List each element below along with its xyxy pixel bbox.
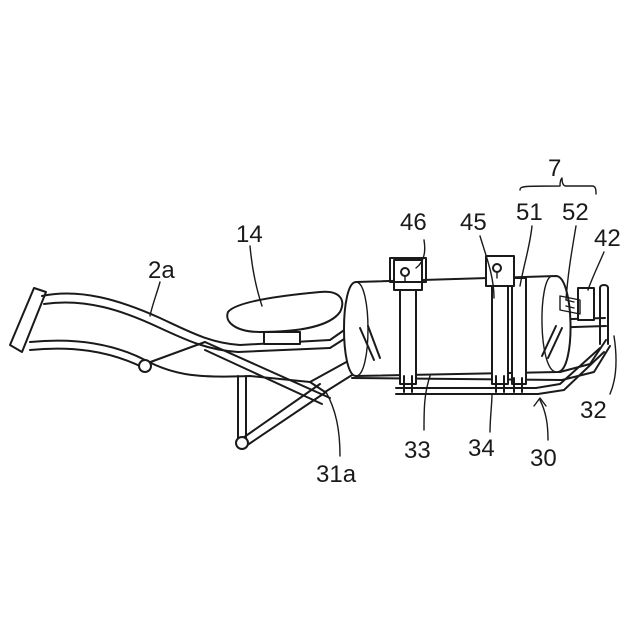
leader-52 xyxy=(566,226,576,300)
leader-42 xyxy=(588,252,604,290)
arrow-30-head xyxy=(534,398,546,406)
label-2a: 2a xyxy=(148,257,175,284)
seat-base xyxy=(264,332,300,344)
label-14: 14 xyxy=(236,221,263,248)
latch-45-knob xyxy=(493,264,501,272)
label-42: 42 xyxy=(594,225,621,252)
leader-2a xyxy=(150,282,160,316)
seat-14 xyxy=(227,292,342,344)
strut-diagonal-a xyxy=(240,384,320,440)
latch-46-frame xyxy=(390,258,426,282)
label-32: 32 xyxy=(580,397,607,424)
tank xyxy=(344,276,571,376)
strut-diagonal-b xyxy=(246,392,326,446)
label-51: 51 xyxy=(516,199,543,226)
rear-end-post-cap xyxy=(600,285,608,288)
label-34: 34 xyxy=(468,435,495,462)
seat-cushion xyxy=(227,292,342,332)
front-plate xyxy=(10,288,46,352)
label-30: 30 xyxy=(530,445,557,472)
frame-joint xyxy=(139,360,151,372)
leader-31a xyxy=(326,392,340,456)
label-46: 46 xyxy=(400,209,427,236)
label-7: 7 xyxy=(548,155,561,182)
frame-lower-tube-a xyxy=(30,341,310,382)
leader-32 xyxy=(610,336,616,394)
label-31a: 31a xyxy=(316,461,357,488)
strap-51 xyxy=(512,278,526,384)
label-33: 33 xyxy=(404,437,431,464)
leader-34 xyxy=(490,394,492,432)
strap-46 xyxy=(400,284,416,384)
leader-33 xyxy=(424,376,430,430)
label-52: 52 xyxy=(562,199,589,226)
arrow-30-shaft xyxy=(540,400,548,440)
label-45: 45 xyxy=(460,209,487,236)
frame-brace-a xyxy=(145,342,205,364)
strut-foot xyxy=(236,437,248,449)
leader-14 xyxy=(250,246,262,306)
tank-body xyxy=(344,276,571,376)
